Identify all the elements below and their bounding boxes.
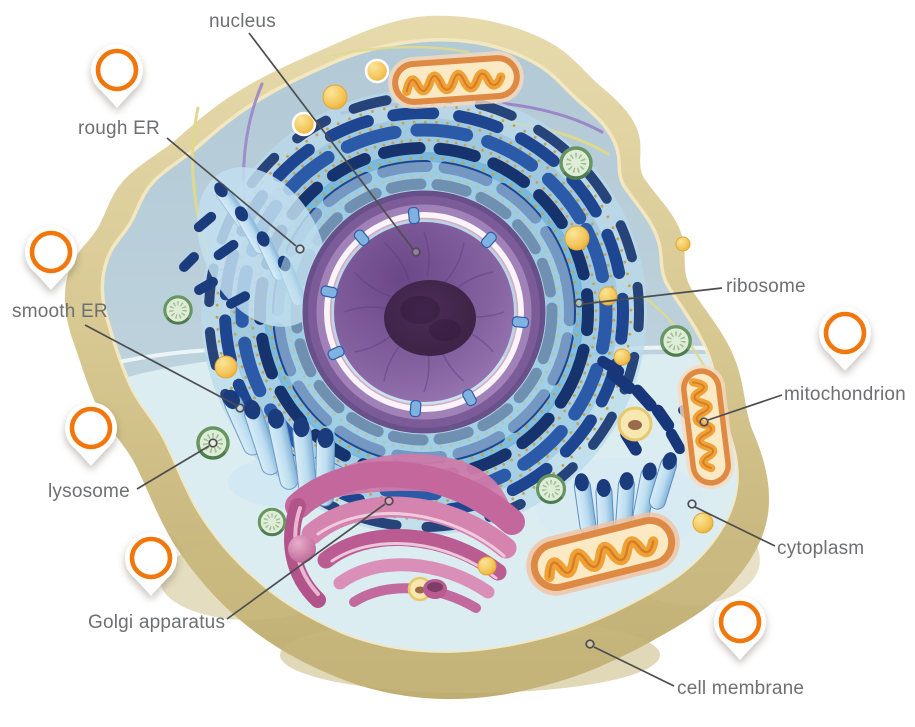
label-cytoplasm: cytoplasm	[777, 538, 865, 559]
pin-ring-icon	[129, 536, 173, 580]
nucleus-graphic	[274, 162, 574, 462]
nucleolus-graphic	[384, 280, 476, 356]
pin-ring-icon	[718, 600, 762, 644]
label-lysosome: lysosome	[48, 481, 130, 502]
location-pin[interactable]	[88, 41, 146, 113]
label-rough-er: rough ER	[78, 118, 160, 139]
label-cell-membrane: cell membrane	[677, 678, 805, 699]
mitochondrion-graphic-bottom	[526, 512, 680, 596]
location-pin[interactable]	[22, 223, 80, 295]
pin-ring-icon	[823, 311, 867, 355]
pin-ring-icon	[95, 48, 139, 92]
location-pin[interactable]	[62, 399, 120, 471]
location-pin[interactable]	[816, 304, 874, 376]
label-mitochondrion: mitochondrion	[784, 384, 906, 405]
label-smooth-er: smooth ER	[12, 301, 108, 322]
label-ribosome: ribosome	[726, 276, 806, 297]
location-pin[interactable]	[122, 529, 180, 601]
pin-ring-icon	[69, 406, 113, 450]
mitochondrion-graphic-top	[388, 51, 524, 109]
label-golgi-apparatus: Golgi apparatus	[88, 612, 226, 633]
location-pin[interactable]	[711, 593, 769, 665]
pin-ring-icon	[29, 230, 73, 274]
label-nucleus: nucleus	[209, 11, 276, 32]
